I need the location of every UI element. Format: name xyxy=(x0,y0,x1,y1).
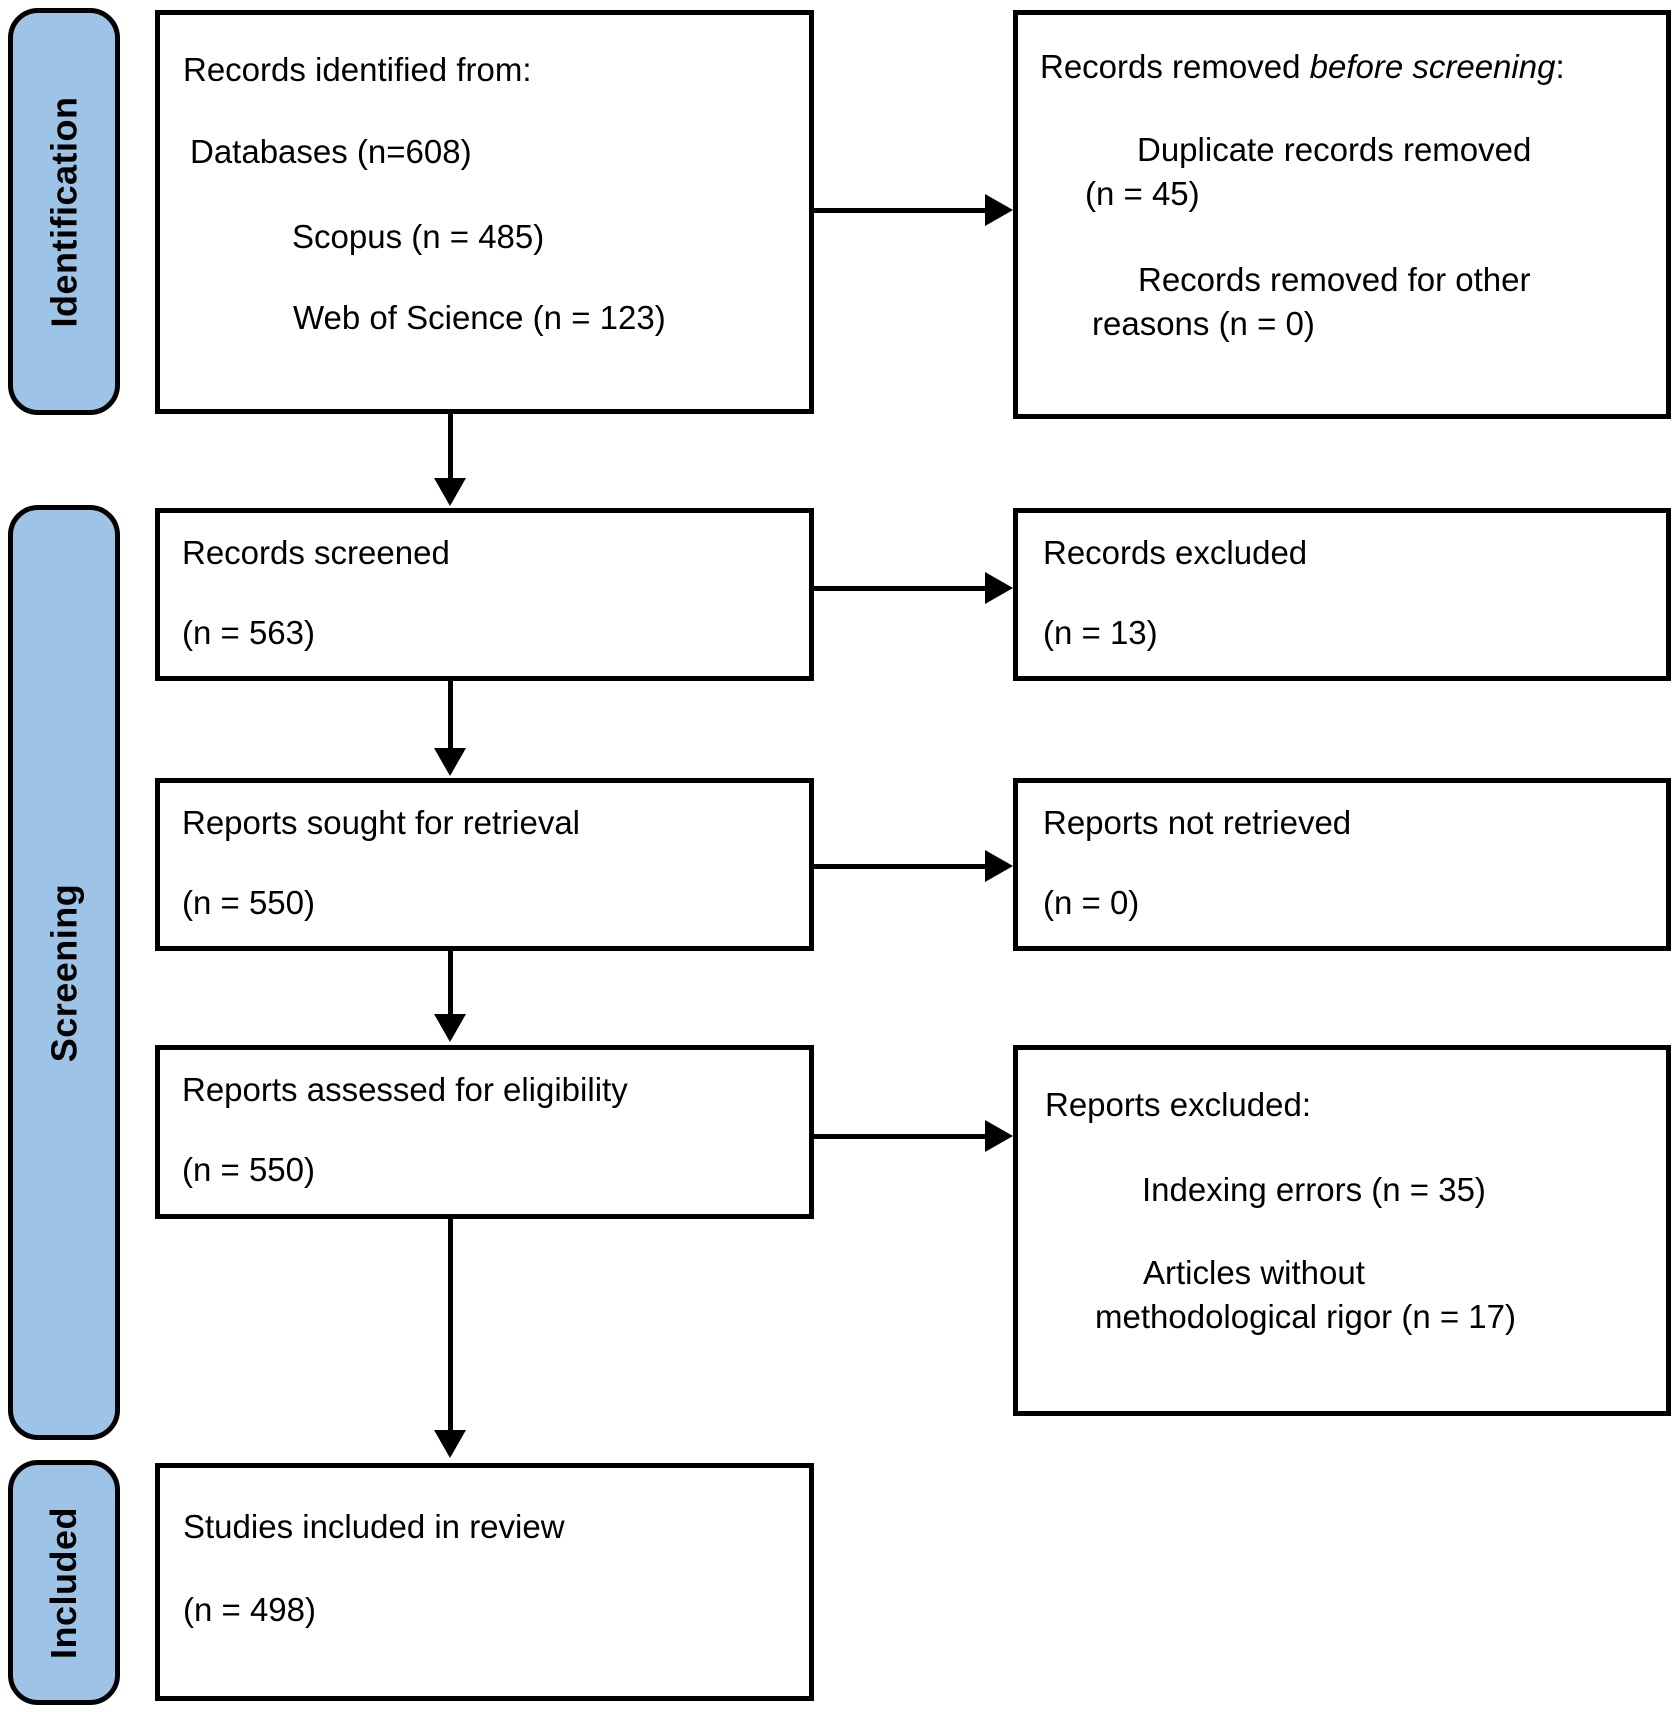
stage-screening: Screening xyxy=(8,505,120,1440)
text-line: (n = 0) xyxy=(1043,884,1140,921)
arrow-head-icon xyxy=(985,194,1013,226)
box-reports-sought: Reports sought for retrieval (n = 550) xyxy=(155,778,814,951)
text-line: Reports excluded: xyxy=(1045,1086,1311,1123)
arrow-line-identified-to-screened xyxy=(448,413,453,480)
text-line: (n = 498) xyxy=(183,1591,316,1628)
arrow-head-icon xyxy=(434,1430,466,1458)
box-records-screened: Records screened (n = 563) xyxy=(155,508,814,681)
text-segment-italic: before screening xyxy=(1309,48,1556,85)
box-records-excluded: Records excluded (n = 13) xyxy=(1013,508,1671,681)
arrow-head-icon xyxy=(985,572,1013,604)
box-reports-excluded: Reports excluded: Indexing errors (n = 3… xyxy=(1013,1045,1671,1416)
text-line: (n = 550) xyxy=(182,1151,315,1188)
stage-label: Identification xyxy=(43,96,84,327)
text-segment: : xyxy=(1555,48,1565,85)
stage-identification: Identification xyxy=(8,8,120,415)
arrow-head-icon xyxy=(434,1014,466,1042)
arrow-line-screened-to-excluded xyxy=(813,586,988,591)
box-records-removed-before-screening: Records removed before screening: Duplic… xyxy=(1013,10,1671,419)
text-line: methodological rigor (n = 17) xyxy=(1095,1298,1516,1335)
text-line: Duplicate records removed xyxy=(1137,131,1532,168)
stage-label: Screening xyxy=(43,883,84,1062)
arrow-line-assessed-to-included xyxy=(448,1218,453,1432)
text-line: Reports not retrieved xyxy=(1043,804,1352,841)
arrow-line-assessed-to-reportsexcluded xyxy=(813,1134,988,1139)
box-reports-assessed: Reports assessed for eligibility (n = 55… xyxy=(155,1045,814,1219)
box-records-identified: Records identified from: Databases (n=60… xyxy=(155,10,814,414)
text-segment: Records removed xyxy=(1040,48,1310,85)
text-line: Studies included in review xyxy=(183,1508,565,1545)
text-line: Scopus (n = 485) xyxy=(292,218,545,255)
text-line: Records identified from: xyxy=(183,51,532,88)
text-line: Reports assessed for eligibility xyxy=(182,1071,628,1108)
stage-label: Included xyxy=(43,1506,85,1659)
arrow-line-screened-to-sought xyxy=(448,680,453,750)
text-line: Records excluded xyxy=(1043,534,1308,571)
text-line: reasons (n = 0) xyxy=(1092,305,1315,342)
text-line: (n = 563) xyxy=(182,614,315,651)
arrow-head-icon xyxy=(434,478,466,506)
arrow-head-icon xyxy=(985,850,1013,882)
arrow-line-sought-to-assessed xyxy=(448,950,453,1016)
text-line: Databases (n=608) xyxy=(190,133,472,170)
arrow-line-sought-to-notretrieved xyxy=(813,864,988,869)
text-line: (n = 13) xyxy=(1043,614,1158,651)
text-line: Records screened xyxy=(182,534,450,571)
text-line: Articles without xyxy=(1143,1254,1365,1291)
arrow-head-icon xyxy=(985,1120,1013,1152)
text-line: Records removed before screening: xyxy=(1040,45,1656,89)
text-line: (n = 550) xyxy=(182,884,315,921)
text-line: Web of Science (n = 123) xyxy=(293,299,666,336)
stage-included: Included xyxy=(8,1460,120,1705)
box-studies-included: Studies included in review (n = 498) xyxy=(155,1463,814,1701)
arrow-line-identified-to-removed xyxy=(813,208,988,213)
box-reports-not-retrieved: Reports not retrieved (n = 0) xyxy=(1013,778,1671,951)
text-line: Reports sought for retrieval xyxy=(182,804,581,841)
text-line: Indexing errors (n = 35) xyxy=(1142,1171,1486,1208)
text-line: (n = 45) xyxy=(1085,175,1200,212)
arrow-head-icon xyxy=(434,748,466,776)
text-line: Records removed for other xyxy=(1138,261,1531,298)
